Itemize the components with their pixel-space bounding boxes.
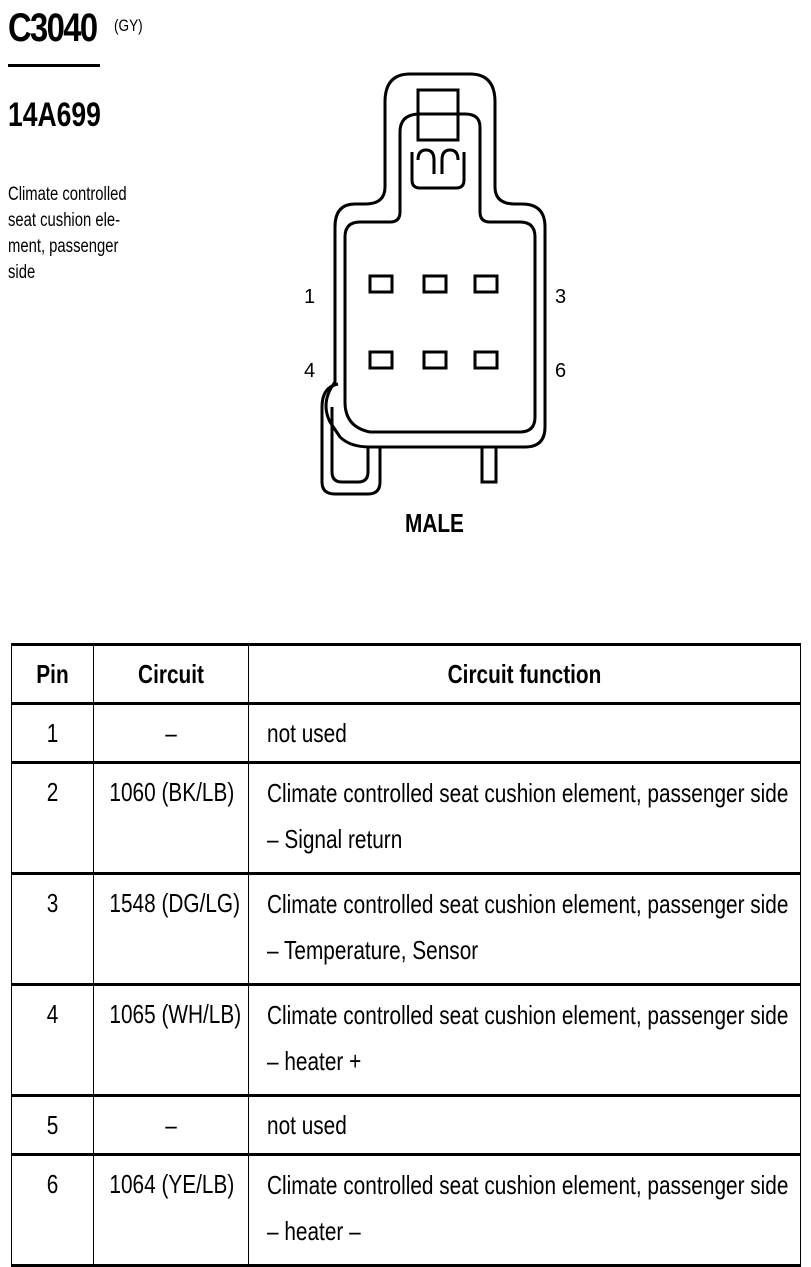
function-cell: Climate controlled seat cushion element,… <box>248 762 801 875</box>
pin-cavity-2 <box>422 274 448 294</box>
header-circuit: Circuit <box>93 644 249 705</box>
function-cell: not used <box>248 703 801 764</box>
connector-latch <box>416 88 460 142</box>
title-rule <box>8 64 100 67</box>
peg-right <box>480 447 498 484</box>
pin-cell: 2 <box>11 762 94 875</box>
part-number: 14A699 <box>8 96 101 134</box>
table-row: 2 1060 (BK/LB) Climate controlled seat c… <box>11 762 801 875</box>
pin-cell: 3 <box>11 873 94 986</box>
pin-cell: 1 <box>11 703 94 764</box>
pin-label-4: 4 <box>304 360 315 382</box>
circuit-cell: 1064 (YE/LB) <box>93 1154 249 1266</box>
function-cell: Climate controlled seat cushion element,… <box>248 1154 801 1266</box>
table-row: 4 1065 (WH/LB) Climate controlled seat c… <box>11 984 801 1097</box>
connector-face-diagram: 1 3 4 6 <box>304 72 566 496</box>
pin-cavity-3 <box>473 274 499 294</box>
pin-cell: 4 <box>11 984 94 1097</box>
function-cell: Climate controlled seat cushion element,… <box>248 873 801 986</box>
pin-cavity-6 <box>473 350 499 370</box>
pin-cavity-1 <box>368 274 394 294</box>
function-cell: Climate controlled seat cushion element,… <box>248 984 801 1097</box>
circuit-cell: 1060 (BK/LB) <box>93 762 249 875</box>
side-lock <box>320 382 382 496</box>
table-row: 3 1548 (DG/LG) Climate controlled seat c… <box>11 873 801 986</box>
pin-label-3: 3 <box>555 286 566 308</box>
connector-inner-face <box>343 112 537 434</box>
function-cell: not used <box>248 1095 801 1156</box>
header-circuit-function: Circuit function <box>248 644 801 705</box>
header-pin: Pin <box>11 644 94 705</box>
latch-arm <box>410 152 466 190</box>
circuit-cell: 1548 (DG/LG) <box>93 873 249 986</box>
pin-cell: 5 <box>11 1095 94 1156</box>
table-row: 1 – not used <box>11 703 801 764</box>
color-code: (GY) <box>114 16 143 35</box>
latch-tab <box>416 148 436 174</box>
connector-id: C3040 <box>8 6 98 50</box>
pin-cavity-4 <box>368 350 394 370</box>
table-row: 6 1064 (YE/LB) Climate controlled seat c… <box>11 1154 801 1266</box>
connector-outer-shell <box>324 72 547 449</box>
circuit-cell: – <box>93 1095 249 1156</box>
side-lock-inner <box>330 407 370 484</box>
latch-tab-right <box>440 148 460 174</box>
connector-description: Climate controlled seat cushion ele- men… <box>8 184 127 283</box>
pin-label-6: 6 <box>555 360 566 382</box>
table-row: 5 – not used <box>11 1095 801 1156</box>
pin-table: Pin Circuit Circuit function 1 – not use… <box>11 643 801 1267</box>
circuit-cell: 1065 (WH/LB) <box>93 984 249 1097</box>
pin-cavity-5 <box>422 350 448 370</box>
pin-label-1: 1 <box>304 286 315 308</box>
pin-cell: 6 <box>11 1154 94 1266</box>
circuit-cell: – <box>93 703 249 764</box>
connector-gender-label: MALE <box>405 508 464 538</box>
